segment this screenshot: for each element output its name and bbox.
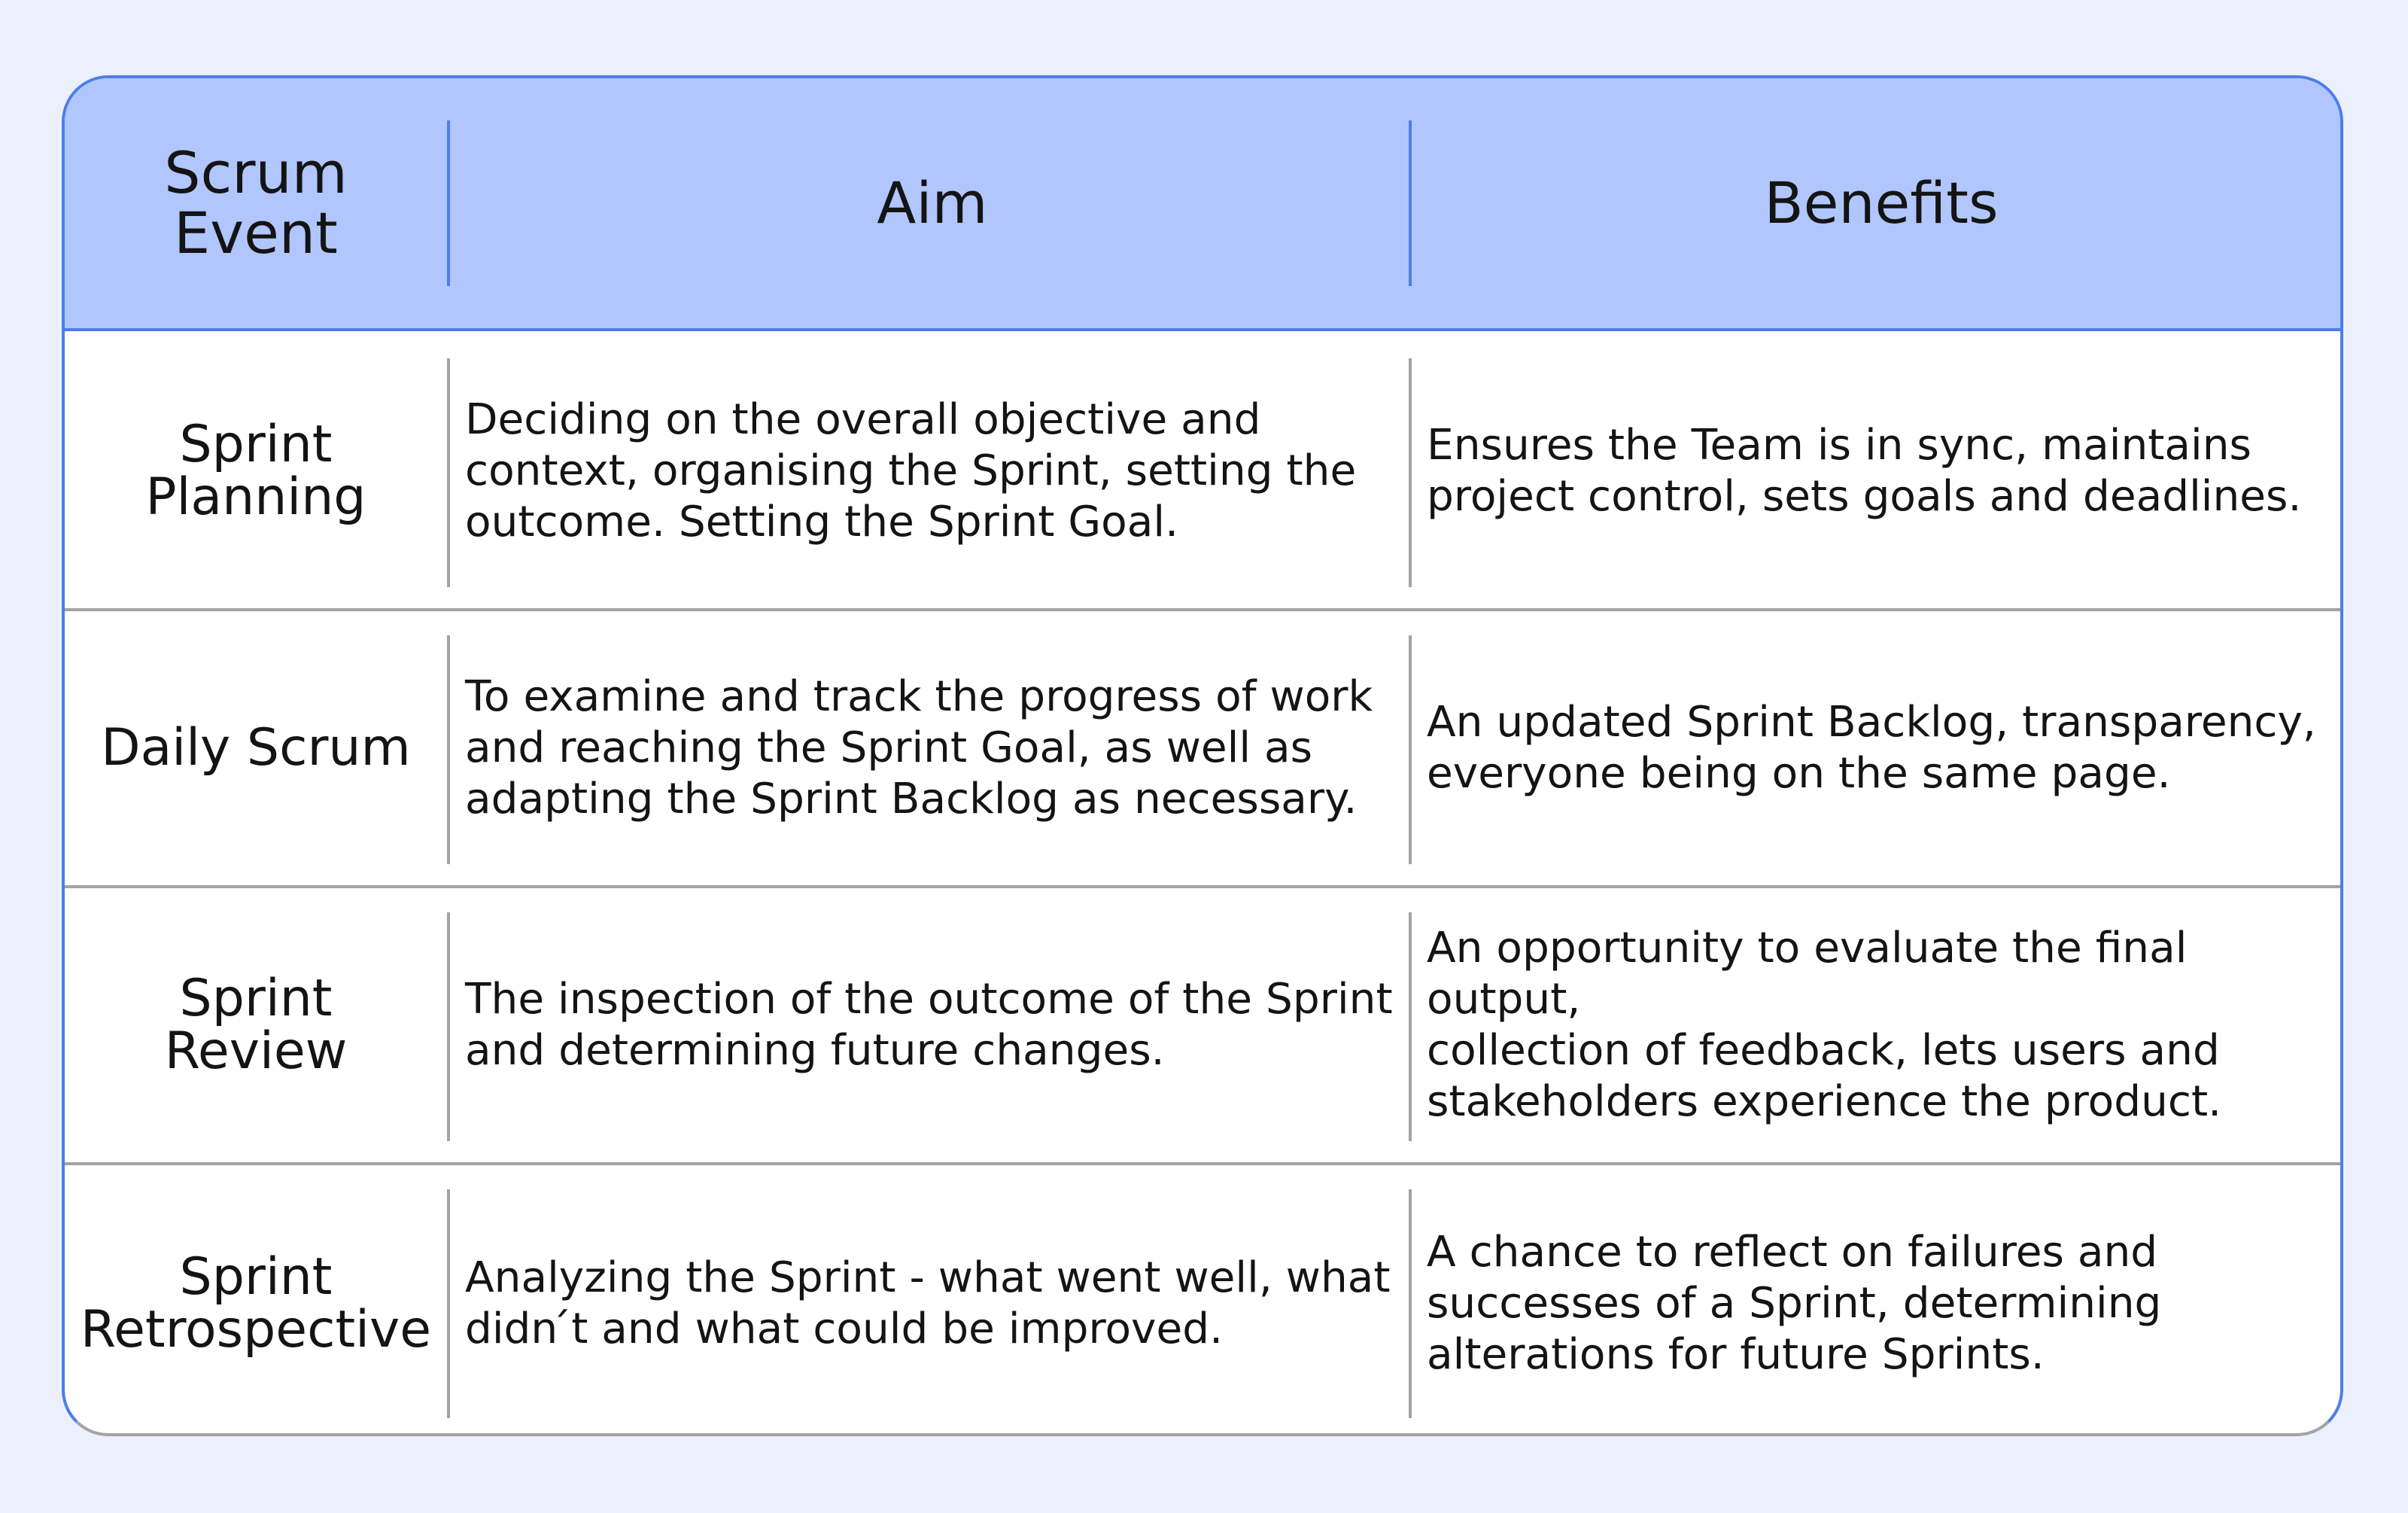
event-name: Sprint Review <box>164 969 348 1081</box>
benefits-text: A chance to reflect on failures and succ… <box>1427 1228 2162 1379</box>
aim-cell: To examine and track the progress of wor… <box>450 611 1409 885</box>
aim-text: Deciding on the overall objective and co… <box>465 395 1357 546</box>
event-cell: Sprint Review <box>65 888 447 1162</box>
aim-cell: The inspection of the outcome of the Spr… <box>450 888 1409 1162</box>
header-cell-aim: Aim <box>450 78 1409 328</box>
aim-text: The inspection of the outcome of the Spr… <box>465 975 1393 1075</box>
benefits-text: An updated Sprint Backlog, transparency,… <box>1427 698 2316 798</box>
event-name: Sprint Planning <box>145 415 366 527</box>
table-row: Sprint Planning Deciding on the overall … <box>65 334 2340 611</box>
event-name: Daily Scrum <box>101 718 411 778</box>
benefits-text: An opportunity to evaluate the final out… <box>1427 924 2222 1126</box>
benefits-cell: An opportunity to evaluate the final out… <box>1412 888 2340 1162</box>
column-divider <box>447 635 450 864</box>
column-divider <box>447 358 450 587</box>
column-divider <box>1409 358 1412 587</box>
table-row: Sprint Retrospective Analyzing the Sprin… <box>65 1165 2340 1433</box>
header-divider <box>447 120 450 286</box>
event-cell: Sprint Retrospective <box>65 1165 447 1433</box>
table-row: Sprint Review The inspection of the outc… <box>65 888 2340 1165</box>
header-cell-event: Scrum Event <box>65 78 447 328</box>
event-cell: Daily Scrum <box>65 611 447 885</box>
header-cell-benefits: Benefits <box>1412 78 2340 328</box>
header-aim-label: Aim <box>877 169 988 236</box>
event-cell: Sprint Planning <box>65 334 447 608</box>
benefits-cell: A chance to reflect on failures and succ… <box>1412 1165 2340 1433</box>
benefits-cell: An updated Sprint Backlog, transparency,… <box>1412 611 2340 885</box>
column-divider <box>1409 912 1412 1141</box>
benefits-cell: Ensures the Team is in sync, maintains p… <box>1412 334 2340 608</box>
header-benefits-label: Benefits <box>1764 169 1999 236</box>
scrum-events-table: Scrum Event Aim Benefits Sprint Planning… <box>62 75 2343 1436</box>
benefits-text: Ensures the Team is in sync, maintains p… <box>1427 421 2302 521</box>
header-divider <box>1409 120 1412 286</box>
aim-cell: Deciding on the overall objective and co… <box>450 334 1409 608</box>
aim-text: To examine and track the progress of wor… <box>465 672 1373 823</box>
column-divider <box>447 912 450 1141</box>
event-name: Sprint Retrospective <box>80 1247 432 1359</box>
table-header-row: Scrum Event Aim Benefits <box>65 78 2340 331</box>
column-divider <box>447 1189 450 1418</box>
header-event-label: Scrum Event <box>164 139 348 266</box>
table-row: Daily Scrum To examine and track the pro… <box>65 611 2340 888</box>
aim-cell: Analyzing the Sprint - what went well, w… <box>450 1165 1409 1433</box>
column-divider <box>1409 1189 1412 1418</box>
column-divider <box>1409 635 1412 864</box>
aim-text: Analyzing the Sprint - what went well, w… <box>465 1253 1391 1353</box>
